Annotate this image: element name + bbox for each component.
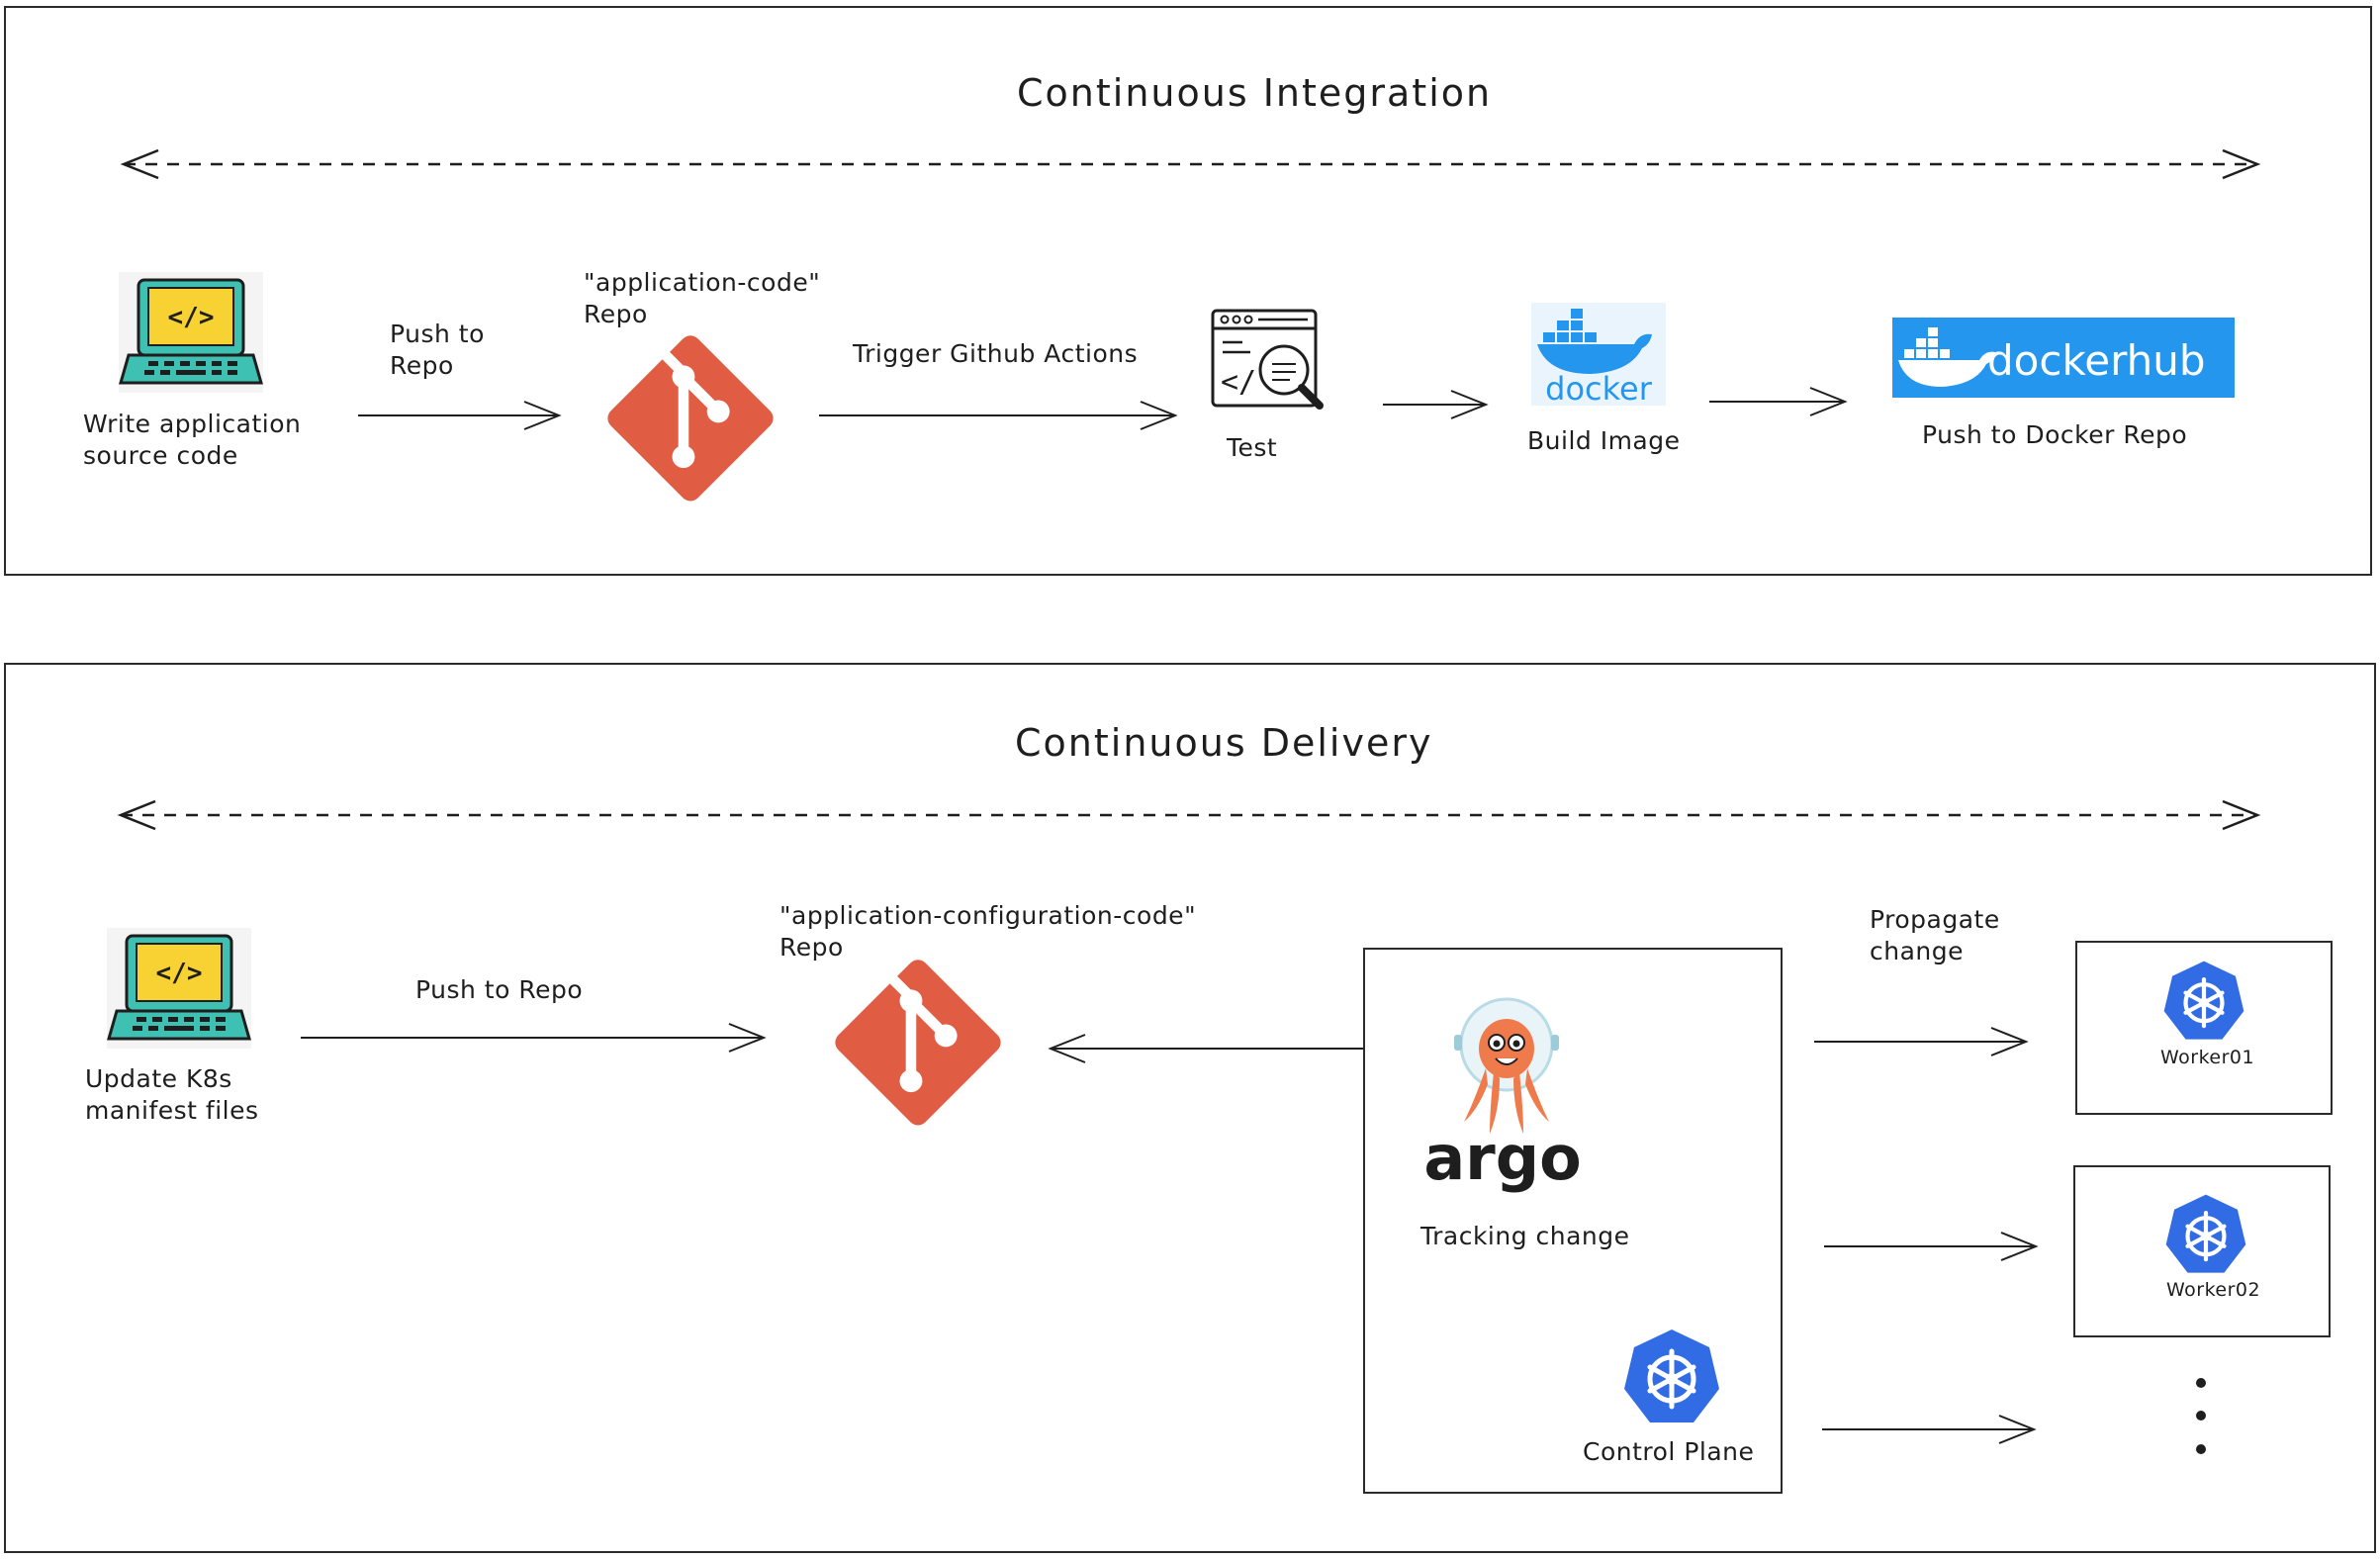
cd-repo-label: "application-configuration-code" Repo: [779, 901, 1197, 962]
ci-span-arrow: [120, 148, 2261, 430]
svg-text:</>: </>: [156, 959, 203, 988]
ci-step1-label: Write application source code: [83, 410, 302, 470]
control-plane-box: [1363, 948, 1783, 1494]
kubernetes-icon: [1624, 1330, 1719, 1422]
code-review-icon: </: [1211, 309, 1324, 410]
control-plane-label: Control Plane: [1583, 1437, 1755, 1466]
ci-test-label: Test: [1227, 433, 1278, 462]
svg-text:argo: argo: [1423, 1122, 1581, 1194]
docker-logo: docker: [1531, 303, 1666, 408]
git-icon: [607, 335, 774, 502]
more-workers-dot: [2196, 1411, 2206, 1421]
cd-title: Continuous Delivery: [1015, 721, 1433, 765]
laptop-code-icon: </>: [119, 272, 263, 393]
ci-arrow2-label: Trigger Github Actions: [853, 339, 1139, 368]
argo-octopus-icon: [1454, 997, 1559, 1134]
argo-logo-wordmark: argo: [1423, 1122, 1581, 1194]
laptop-code-icon: </>: [107, 928, 251, 1049]
git-icon: [835, 960, 1001, 1126]
docker-logo-text: docker: [1545, 370, 1653, 408]
docker-whale-icon: docker: [1537, 309, 1653, 408]
ci-title: Continuous Integration: [1017, 71, 1493, 115]
cd-panel: [4, 663, 2376, 1553]
kubernetes-icon: [2165, 1194, 2246, 1273]
tracking-change-label: Tracking change: [1420, 1222, 1630, 1250]
ci-repo-label: "application-code" Repo: [584, 268, 821, 328]
ci-build-label: Build Image: [1527, 426, 1681, 455]
svg-text:</>: </>: [168, 303, 215, 332]
more-workers-dot: [2196, 1378, 2206, 1388]
cd-arrow1-label: Push to Repo: [415, 975, 584, 1004]
kubernetes-icon: [2163, 961, 2244, 1040]
worker01-label: Worker01: [2160, 1047, 2255, 1068]
ci-push-label: Push to Docker Repo: [1922, 420, 2188, 449]
ci-panel: [4, 6, 2372, 576]
ci-arrow1-label: Push to Repo: [390, 320, 485, 380]
dockerhub-logo-text: dockerhub: [1987, 336, 2206, 385]
dockerhub-logo: dockerhub: [1892, 318, 2235, 398]
svg-text:</: </: [1221, 365, 1256, 400]
cd-step1-label: Update K8s manifest files: [85, 1064, 259, 1125]
dockerhub-whale-icon: dockerhub: [1898, 327, 2206, 387]
more-workers-dot: [2196, 1444, 2206, 1454]
worker02-label: Worker02: [2166, 1279, 2261, 1301]
propagate-label: Propagate change: [1870, 905, 2000, 965]
